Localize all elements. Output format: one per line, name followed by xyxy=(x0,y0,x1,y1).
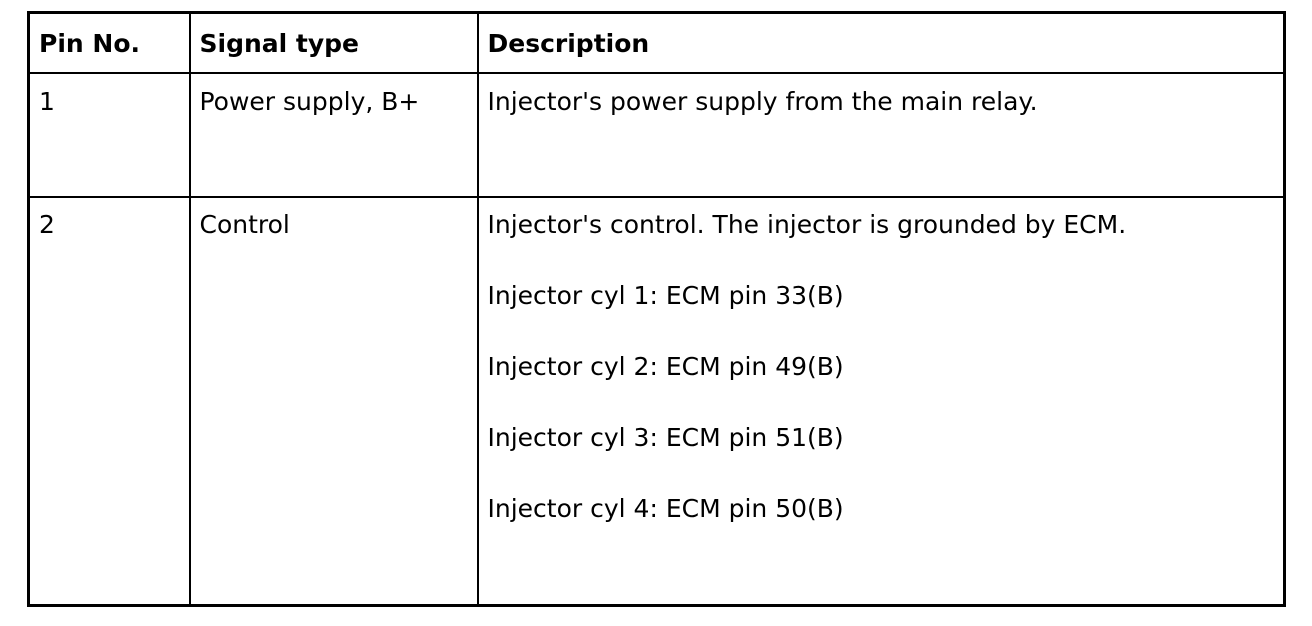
cell-signal-type: Control xyxy=(188,196,479,606)
header-pin-no: Pin No. xyxy=(27,11,191,74)
table-body: 1 Power supply, B+ Injector's power supp… xyxy=(27,72,1286,606)
description-line: Injector cyl 1: ECM pin 33(B) xyxy=(487,281,844,310)
header-signal-type: Signal type xyxy=(188,11,479,74)
table-row: 1 Power supply, B+ Injector's power supp… xyxy=(27,72,1286,198)
cell-pin: 2 xyxy=(27,196,191,606)
description-line: Injector cyl 4: ECM pin 50(B) xyxy=(487,494,844,523)
description-line: Injector's power supply from the main re… xyxy=(487,87,1038,116)
description-line: Injector cyl 3: ECM pin 51(B) xyxy=(487,423,844,452)
pin-signal-table: Pin No. Signal type Description 1 Power … xyxy=(27,11,1286,607)
signal-type: Power supply, B+ xyxy=(199,87,420,116)
cell-signal-type: Power supply, B+ xyxy=(188,72,479,198)
table-header: Pin No. Signal type Description xyxy=(27,11,1286,74)
cell-pin: 1 xyxy=(27,72,191,198)
header-row: Pin No. Signal type Description xyxy=(27,11,1286,74)
pin-number: 1 xyxy=(39,87,55,116)
table-row: 2 Control Injector's control. The inject… xyxy=(27,196,1286,606)
cell-description: Injector's power supply from the main re… xyxy=(476,72,1286,198)
cell-description: Injector's control. The injector is grou… xyxy=(476,196,1286,606)
description-line: Injector cyl 2: ECM pin 49(B) xyxy=(487,352,844,381)
description-line: Injector's control. The injector is grou… xyxy=(487,210,1127,239)
header-description: Description xyxy=(476,11,1286,74)
signal-type: Control xyxy=(199,210,290,239)
pin-number: 2 xyxy=(39,210,55,239)
